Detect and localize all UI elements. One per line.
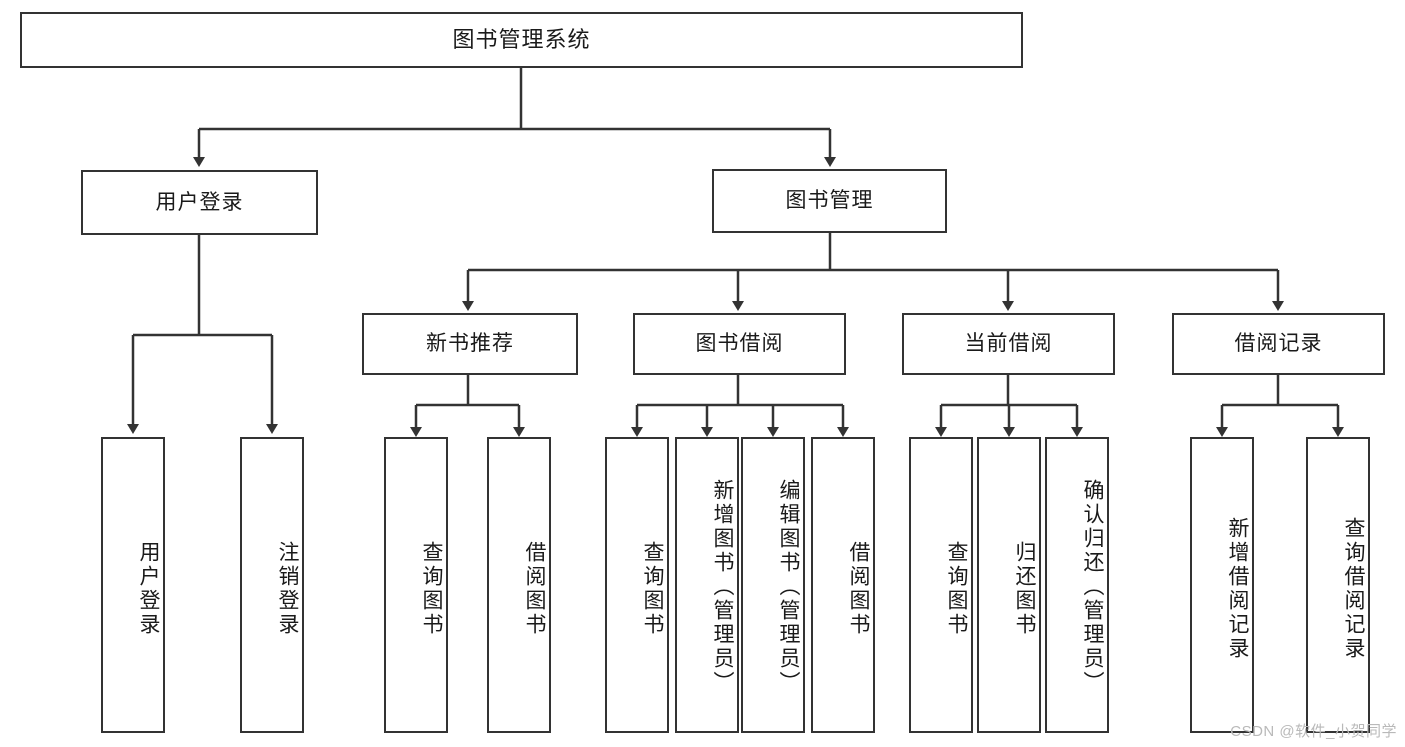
leaf-borrow-book[interactable]: 借阅图书: [811, 437, 875, 733]
leaf-confirm-return-admin[interactable]: 确认归还（管理员）: [1045, 437, 1109, 733]
leaf-query-book-recommend[interactable]: 查询图书: [384, 437, 448, 733]
leaf-borrow-book-recommend[interactable]: 借阅图书: [487, 437, 551, 733]
node-current-borrow[interactable]: 当前借阅: [902, 313, 1115, 375]
node-root-system[interactable]: 图书管理系统: [20, 12, 1023, 68]
leaf-return-book[interactable]: 归还图书: [977, 437, 1041, 733]
node-new-book-recommend[interactable]: 新书推荐: [362, 313, 578, 375]
leaf-query-borrow-record[interactable]: 查询借阅记录: [1306, 437, 1370, 733]
node-user-login[interactable]: 用户登录: [81, 170, 318, 235]
leaf-user-login[interactable]: 用户登录: [101, 437, 165, 733]
node-book-management[interactable]: 图书管理: [712, 169, 947, 233]
node-book-borrow[interactable]: 图书借阅: [633, 313, 846, 375]
watermark-credit: CSDN @软件_小贺同学: [1230, 723, 1397, 740]
leaf-add-borrow-record[interactable]: 新增借阅记录: [1190, 437, 1254, 733]
leaf-query-book-current[interactable]: 查询图书: [909, 437, 973, 733]
node-borrow-record[interactable]: 借阅记录: [1172, 313, 1385, 375]
leaf-logout[interactable]: 注销登录: [240, 437, 304, 733]
leaf-edit-book-admin[interactable]: 编辑图书（管理员）: [741, 437, 805, 733]
leaf-query-book-borrow[interactable]: 查询图书: [605, 437, 669, 733]
leaf-add-book-admin[interactable]: 新增图书（管理员）: [675, 437, 739, 733]
